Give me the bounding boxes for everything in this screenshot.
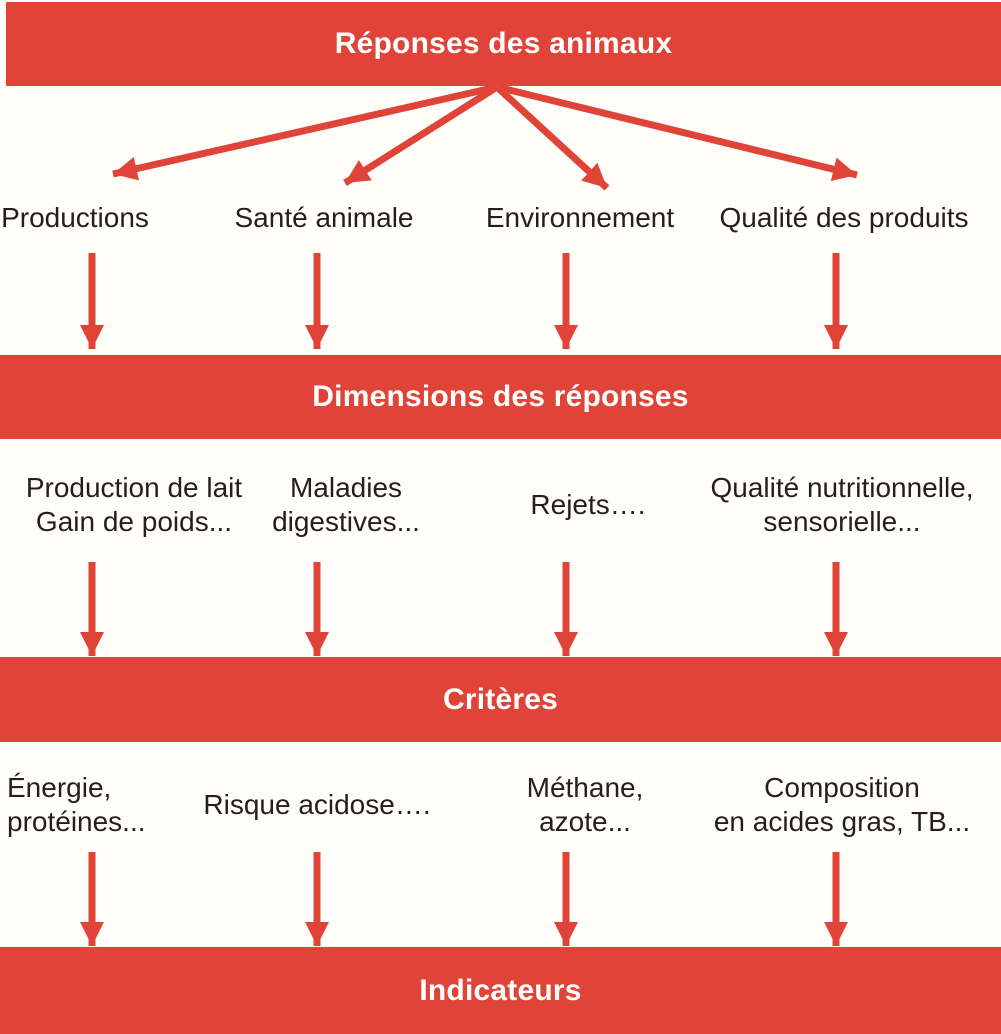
banner-title: Indicateurs xyxy=(419,973,582,1007)
criterion-text-methane: Méthane, azote... xyxy=(526,772,644,837)
banner-title: Critères xyxy=(443,682,558,716)
criterion-text-composition: Composition en acides gras, TB... xyxy=(713,772,971,837)
banner-reponses-des-animaux: Réponses des animaux xyxy=(6,2,1001,86)
banner-criteres: Critères xyxy=(0,657,1001,742)
dimension-text-qualite-nutritionnelle: Qualité nutritionnelle, sensorielle... xyxy=(710,472,974,537)
banner-indicateurs: Indicateurs xyxy=(0,947,1001,1034)
category-label-qualite-produits: Qualité des produits xyxy=(719,202,969,233)
criterion-text-energie: Énergie, protéines... xyxy=(7,772,146,837)
fan-arrow-qualite-produits xyxy=(496,83,858,181)
dimension-text-rejets: Rejets…. xyxy=(530,489,646,520)
category-label-sante-animale: Santé animale xyxy=(234,202,414,233)
criterion-text-risque-acidose: Risque acidose…. xyxy=(203,789,431,820)
dimension-text-production-lait: Production de lait Gain de poids... xyxy=(25,472,243,537)
category-label-environnement: Environnement xyxy=(485,202,675,233)
category-label-productions: Productions xyxy=(1,202,149,233)
fan-arrow-productions xyxy=(112,83,498,181)
fan-arrow-environnement xyxy=(494,84,610,191)
fan-arrow-sante-animale xyxy=(343,84,499,186)
banner-title: Dimensions des réponses xyxy=(312,380,689,413)
dimension-text-maladies: Maladies digestives... xyxy=(272,472,420,537)
banner-title: Réponses des animaux xyxy=(334,27,673,60)
banner-dimensions-des-reponses: Dimensions des réponses xyxy=(0,355,1001,439)
